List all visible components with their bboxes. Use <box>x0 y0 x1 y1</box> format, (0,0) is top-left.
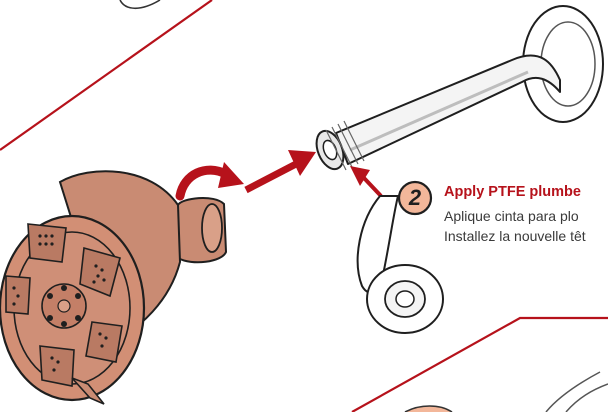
shower-arm <box>311 6 603 173</box>
previous-step-callout-frame <box>0 0 212 150</box>
step-instruction-french: Installez la nouvelle têt <box>444 228 586 244</box>
ptfe-tape-roll <box>358 196 443 333</box>
step-instruction-spanish: Aplique cinta para plo <box>444 208 579 224</box>
shower-head <box>0 171 226 404</box>
next-step-callout-frame <box>352 318 608 412</box>
step-number: 2 <box>398 181 432 215</box>
step-title: Apply PTFE plumbe <box>444 184 581 200</box>
